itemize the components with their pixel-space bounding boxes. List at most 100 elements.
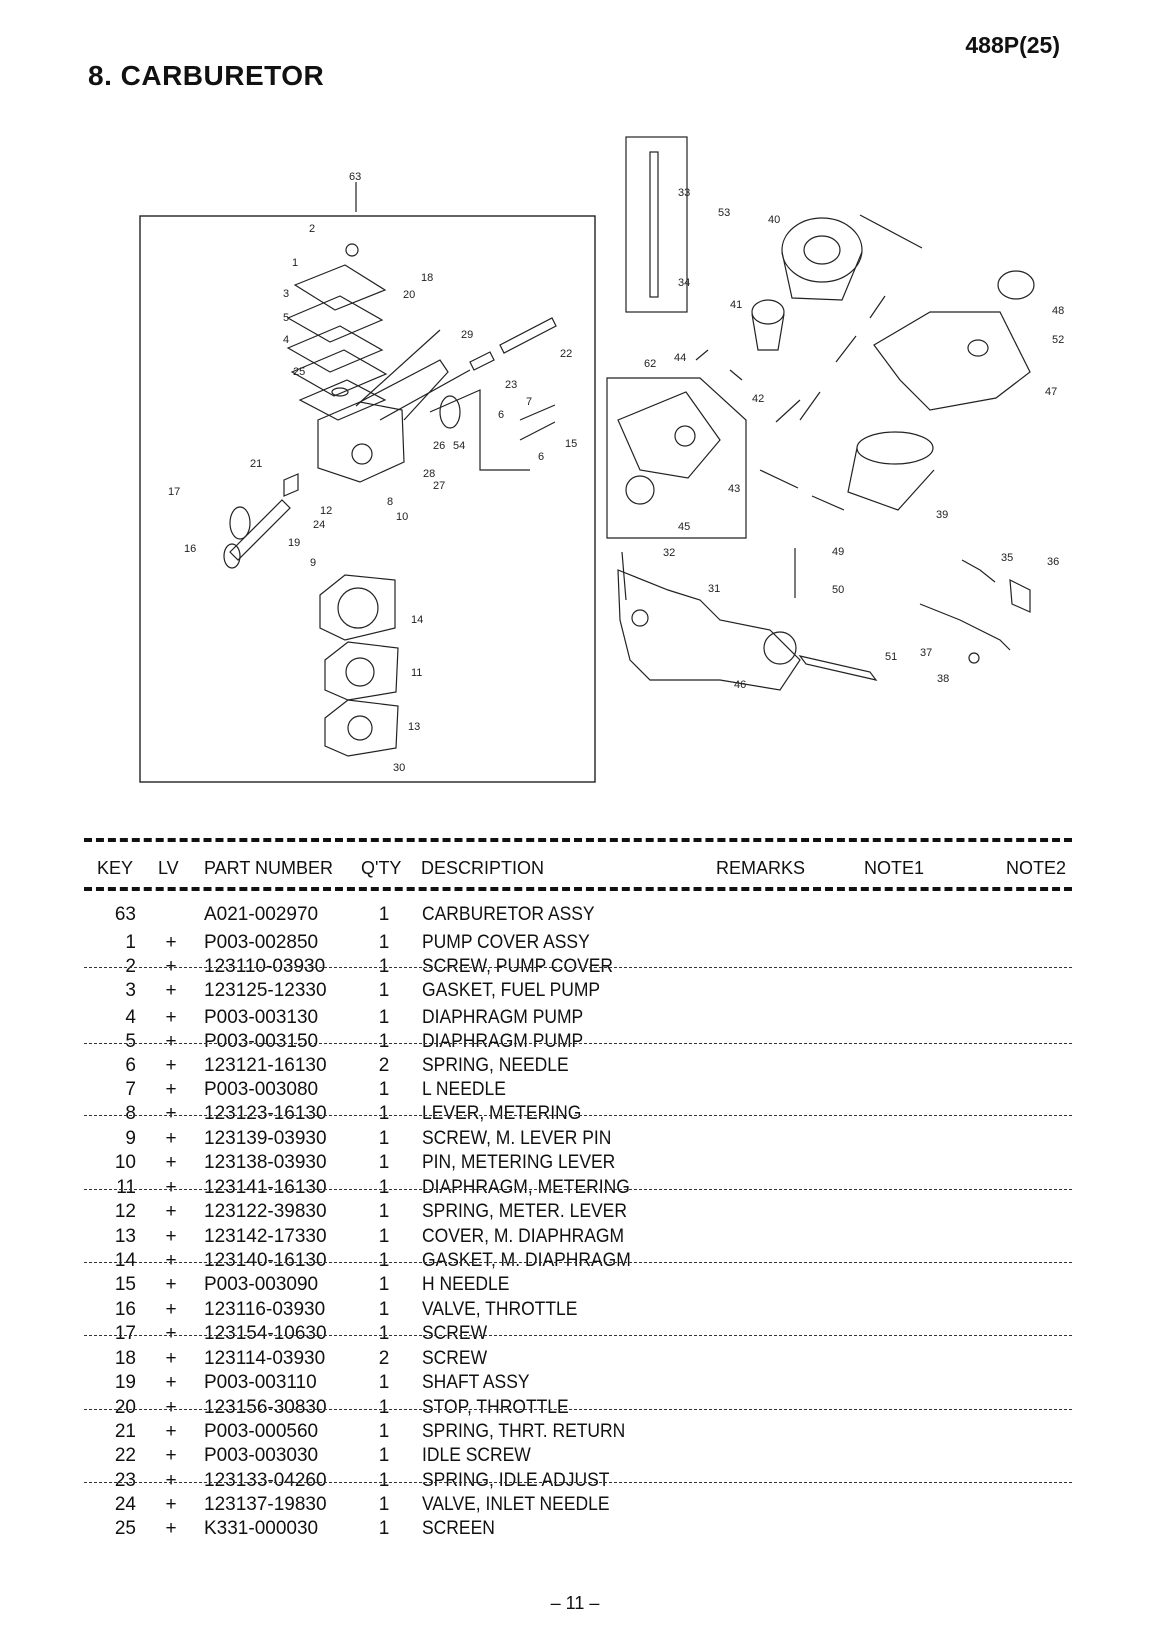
part-level: + [165,980,177,1001]
header-lv: LV [158,858,179,878]
part-level: + [165,1201,177,1222]
part-key: 9 [125,1128,136,1149]
callout-label: 4 [283,334,289,346]
callout-label: 9 [310,557,316,569]
part-number: 123139-03930 [204,1128,327,1149]
part-level: + [165,1007,177,1028]
part-number: 123125-12330 [204,980,327,1001]
part-key: 8 [125,1103,136,1124]
callout-label: 21 [250,458,262,470]
callout-label: 40 [768,214,780,226]
part-number: 123114-03930 [204,1348,326,1369]
part-number: 123138-03930 [204,1152,327,1173]
part-number: 123141-16130 [204,1177,327,1198]
callout-label: 41 [730,299,742,311]
callout-label: 45 [678,521,690,533]
part-quantity: 1 [378,1201,390,1222]
part-number: 123142-17330 [204,1226,327,1247]
header-qty: Q'TY [361,858,402,878]
callout-label: 2 [309,223,315,235]
callout-label: 12 [320,505,332,517]
callout-label: 39 [936,509,948,521]
part-quantity: 1 [378,1250,390,1271]
part-description: SCREW, M. LEVER PIN [422,1128,612,1149]
callout-label: 6 [538,451,544,463]
callout-label: 7 [526,396,532,408]
part-description: SPRING, METER. LEVER [422,1201,627,1222]
callout-label: 63 [349,171,361,183]
part-number: 123137-19830 [204,1494,327,1515]
part-key: 19 [114,1372,136,1393]
row-group-separator [84,967,1072,968]
header-part-number: PART NUMBER [204,858,334,878]
callout-label: 53 [718,207,730,219]
part-level: + [165,1079,177,1100]
part-level: + [165,1031,177,1052]
callout-label: 46 [734,679,746,691]
part-description: SHAFT ASSY [422,1372,530,1393]
part-key: 18 [114,1348,136,1369]
callout-label: 35 [1001,552,1013,564]
model-number: 488P(25) [965,32,1060,58]
part-quantity: 1 [378,1299,390,1320]
part-key: 21 [114,1421,136,1442]
part-level: + [165,1421,177,1442]
callout-label: 37 [920,647,932,659]
header-description: DESCRIPTION [421,858,545,878]
part-level: + [165,1372,177,1393]
part-key: 1 [125,932,136,953]
part-number: P003-003150 [204,1031,319,1052]
part-description: LEVER, METERING [422,1103,582,1124]
part-number: P003-002850 [204,932,319,953]
part-number: 123121-16130 [204,1055,327,1076]
part-quantity: 1 [378,1226,390,1247]
part-quantity: 1 [378,1079,390,1100]
callout-label: 50 [832,584,844,596]
part-quantity: 1 [378,1445,390,1466]
row-group-separator [84,1482,1072,1483]
part-level: + [165,1397,177,1418]
part-quantity: 1 [378,1470,390,1491]
callout-label: 49 [832,546,844,558]
part-key: 25 [114,1518,136,1539]
part-level: + [165,1470,177,1491]
part-level: + [165,1299,177,1320]
callout-label: 48 [1052,305,1064,317]
part-number: 123110-03930 [204,956,326,977]
part-quantity: 1 [378,1421,390,1442]
callout-label: 24 [313,519,325,531]
part-description: IDLE SCREW [422,1445,531,1466]
part-level: + [165,1103,177,1124]
part-quantity: 1 [378,956,390,977]
part-description: SPRING, NEEDLE [422,1055,569,1076]
part-quantity: 1 [378,1177,390,1198]
part-quantity: 1 [378,1152,390,1173]
row-group-separator [84,1189,1072,1190]
callout-label: 23 [505,379,517,391]
callout-label: 32 [663,547,675,559]
callout-label: 31 [708,583,720,595]
part-key: 6 [125,1055,136,1076]
part-number: P003-003030 [204,1445,319,1466]
part-number: 123123-16130 [204,1103,327,1124]
callout-label: 27 [433,480,445,492]
callout-label: 28 [423,468,435,480]
callout-label: 10 [396,511,408,523]
part-key: 12 [114,1201,136,1222]
part-number: A021-002970 [204,904,319,925]
callout-label: 25 [293,366,305,378]
callout-label: 42 [752,393,764,405]
part-quantity: 1 [378,1372,390,1393]
